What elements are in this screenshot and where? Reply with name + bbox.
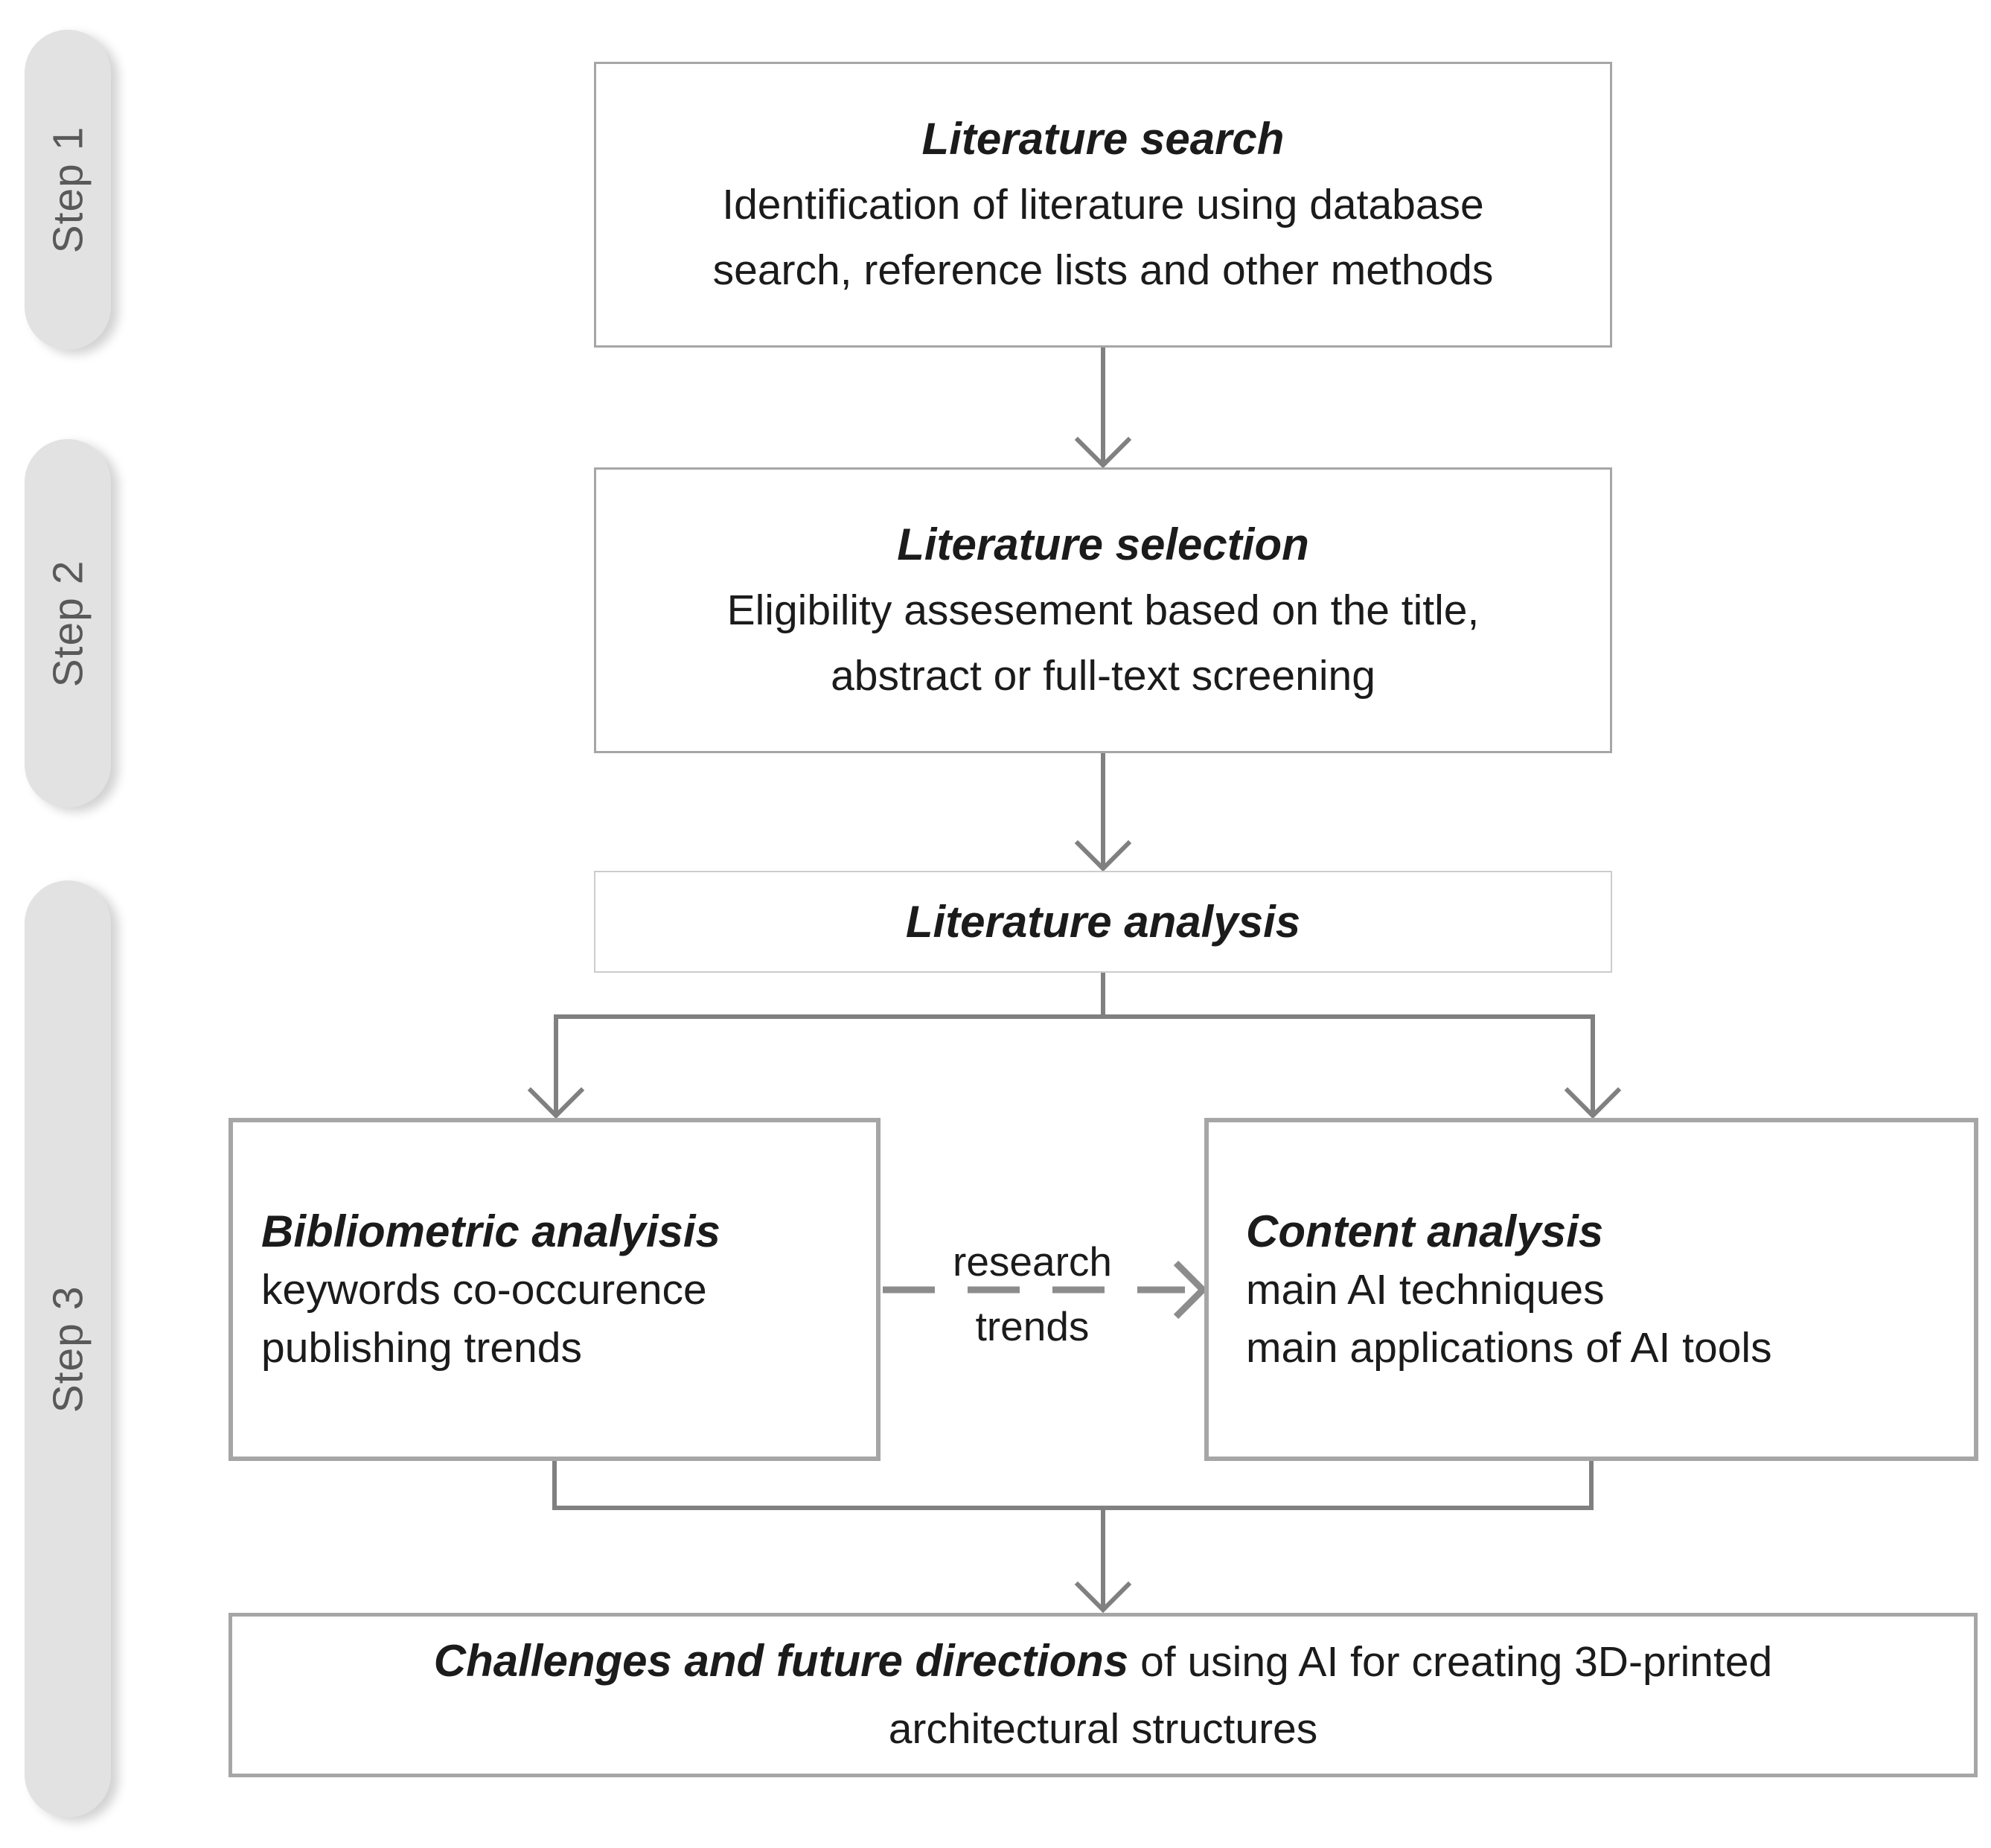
arrowhead-to-bibliometric xyxy=(527,1087,585,1119)
arrowhead-to-content xyxy=(1564,1087,1622,1119)
challenges-line-2: architectural structures xyxy=(888,1705,1318,1753)
arrow-search-to-selection xyxy=(1074,347,1132,469)
content-analysis-line-1: main AI techniques xyxy=(1246,1265,1605,1314)
merge-connector xyxy=(552,1461,1594,1614)
box-content-analysis: Content analysis main AI techniques main… xyxy=(1204,1118,1978,1461)
box-challenges-future-directions: Challenges and future directions of usin… xyxy=(228,1613,1978,1777)
step-pill-1: Step 1 xyxy=(25,30,111,350)
bibliometric-line-1: keywords co-occurence xyxy=(261,1265,707,1314)
split-connector xyxy=(527,972,1622,1119)
arrow-selection-to-analysis xyxy=(1074,752,1132,872)
step-pill-3: Step 3 xyxy=(25,880,111,1817)
dashed-arrow-research-trends xyxy=(883,1260,1208,1320)
bibliometric-line-2: publishing trends xyxy=(261,1323,582,1372)
literature-selection-line-1: Eligibility assesement based on the titl… xyxy=(726,586,1480,634)
box-literature-search: Literature search Identification of lite… xyxy=(594,62,1612,348)
box-literature-selection: Literature selection Eligibility assesem… xyxy=(594,467,1612,753)
step-pill-2: Step 2 xyxy=(25,439,111,808)
literature-selection-line-2: abstract or full-text screening xyxy=(831,652,1375,700)
literature-search-title: Literature search xyxy=(921,114,1285,164)
bibliometric-title: Bibliometric analyisis xyxy=(261,1206,720,1256)
box-literature-analysis: Literature analysis xyxy=(594,871,1612,973)
research-trends-label-line-1: research xyxy=(953,1238,1112,1285)
literature-selection-title: Literature selection xyxy=(897,519,1309,569)
step-2-label: Step 2 xyxy=(44,560,92,687)
literature-search-line-2: search, reference lists and other method… xyxy=(712,246,1494,294)
content-analysis-title: Content analysis xyxy=(1246,1206,1604,1256)
step-3-label: Step 3 xyxy=(44,1285,92,1413)
challenges-title-rest: of using AI for creating 3D-printed xyxy=(1128,1638,1773,1686)
literature-search-line-1: Identification of literature using datab… xyxy=(722,181,1484,228)
step-1-label: Step 1 xyxy=(44,126,92,254)
research-trends-label-line-2: trends xyxy=(975,1303,1090,1349)
content-analysis-line-2: main applications of AI tools xyxy=(1246,1323,1772,1372)
literature-analysis-title: Literature analysis xyxy=(905,896,1301,947)
challenges-line-1: Challenges and future directions of usin… xyxy=(434,1628,1772,1695)
challenges-title-bold: Challenges and future directions xyxy=(433,1636,1129,1686)
box-bibliometric-analysis: Bibliometric analyisis keywords co-occur… xyxy=(228,1118,881,1461)
